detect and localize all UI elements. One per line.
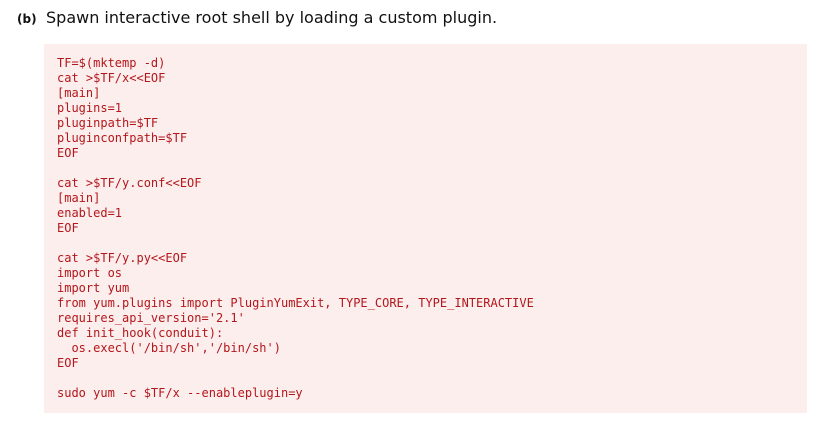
code-block: TF=$(mktemp -d) cat >$TF/x<<EOF [main] p… xyxy=(44,44,807,413)
item-marker: (b) xyxy=(17,12,37,26)
item-heading: (b) Spawn interactive root shell by load… xyxy=(17,8,497,27)
item-title: Spawn interactive root shell by loading … xyxy=(46,8,498,27)
code-snippet[interactable]: TF=$(mktemp -d) cat >$TF/x<<EOF [main] p… xyxy=(57,56,534,400)
